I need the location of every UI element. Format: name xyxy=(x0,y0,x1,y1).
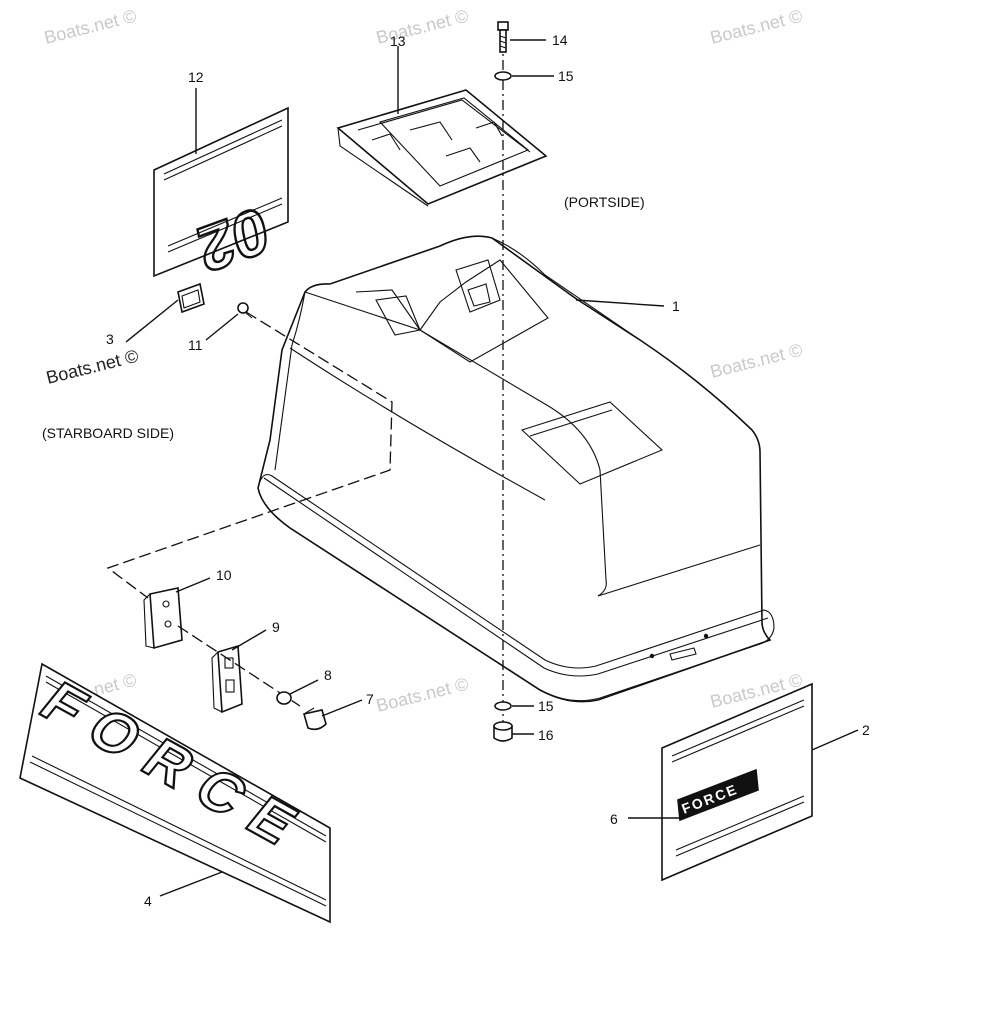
watermark: Boats.net © xyxy=(708,340,804,382)
latch-screw-part[interactable] xyxy=(302,707,327,731)
watermark: Boats.net © xyxy=(42,6,138,48)
callout-8: 8 xyxy=(324,667,332,683)
latch-bracket-part[interactable] xyxy=(143,587,183,650)
portside-label: (PORTSIDE) xyxy=(564,194,645,210)
callout-2: 2 xyxy=(862,722,870,738)
vent-cover-plate[interactable] xyxy=(336,89,548,207)
washer-part[interactable] xyxy=(494,71,512,81)
leader-lines xyxy=(125,39,859,897)
washer-part[interactable] xyxy=(494,701,512,711)
callout-4: 4 xyxy=(144,893,152,909)
engine-cover-part[interactable] xyxy=(257,235,775,703)
callout-6: 6 xyxy=(610,811,618,827)
callout-10: 10 xyxy=(216,567,232,583)
callout-3: 3 xyxy=(106,331,114,347)
rivet-part[interactable] xyxy=(237,302,253,319)
hole-icon xyxy=(649,653,655,659)
callout-15: 15 xyxy=(558,68,574,84)
lock-nut-part[interactable] xyxy=(276,691,292,705)
callout-11: 11 xyxy=(188,337,203,353)
watermark: Boats.net © xyxy=(44,346,140,388)
starboard-side-label: (STARBOARD SIDE) xyxy=(42,425,174,441)
callout-7: 7 xyxy=(366,691,374,707)
watermark: Boats.net © xyxy=(374,6,470,48)
assembly-guide-line xyxy=(106,311,393,599)
callout-1: 1 xyxy=(672,298,680,314)
callout-15: 15 xyxy=(538,698,554,714)
callout-9: 9 xyxy=(272,619,280,635)
callout-12: 12 xyxy=(188,69,204,85)
watermark: Boats.net © xyxy=(374,674,470,716)
callout-14: 14 xyxy=(552,32,568,48)
watermark: Boats.net © xyxy=(708,6,804,48)
callout-16: 16 xyxy=(538,727,554,743)
callout-13: 13 xyxy=(390,33,406,49)
plug-part[interactable] xyxy=(177,282,205,314)
latch-plate-part[interactable] xyxy=(211,644,243,714)
number-decal-part[interactable]: 02 xyxy=(153,106,289,289)
hole-icon xyxy=(703,633,709,639)
screw-part[interactable] xyxy=(497,21,509,53)
nut-part[interactable] xyxy=(493,721,513,742)
